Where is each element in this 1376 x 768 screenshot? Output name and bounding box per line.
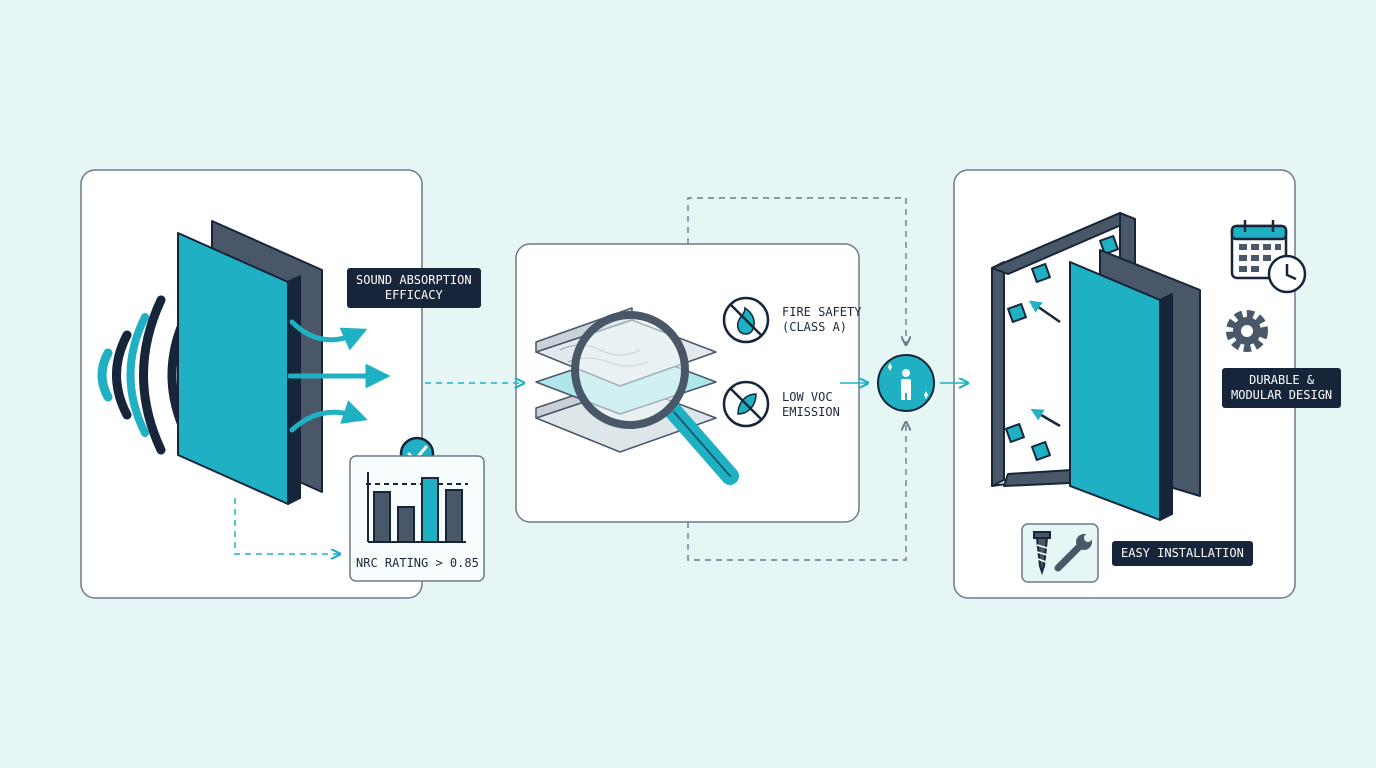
- low-voc-label: LOW VOC EMISSION: [782, 390, 840, 420]
- easy-installation-callout: EASY INSTALLATION: [1112, 541, 1253, 566]
- fire-safety-label: FIRE SAFETY (CLASS A): [782, 305, 861, 335]
- low-voc-line1: LOW VOC: [782, 390, 833, 404]
- person-icon: [877, 354, 935, 412]
- sound-arrows: [287, 319, 391, 433]
- fire-safety-line2: (CLASS A): [782, 320, 848, 334]
- calendar-clock-icon: [1230, 220, 1307, 294]
- low-voc-line2: EMISSION: [782, 405, 840, 419]
- durable-design-callout: DURABLE & MODULAR DESIGN: [1222, 368, 1342, 408]
- screw-icon: [1033, 531, 1051, 576]
- wrench-icon: [1054, 534, 1092, 572]
- sound-absorption-line2: EFFICACY: [384, 288, 443, 302]
- no-fire-icon: [722, 296, 770, 344]
- nrc-rating-label: NRC RATING > 0.85: [356, 556, 479, 570]
- nrc-rating-card: [349, 455, 485, 582]
- durable-design-line1: DURABLE &: [1249, 373, 1315, 387]
- no-leaf-icon: [722, 380, 770, 428]
- install-arrows: [1028, 300, 1061, 428]
- panel-frame-icon: [991, 212, 1201, 521]
- sound-absorption-callout: SOUND ABSORPTION EFFICACY: [347, 268, 481, 308]
- bar-chart-icon: [366, 472, 468, 543]
- magnifier-icon: [571, 311, 739, 485]
- acoustic-panel-icon: [177, 220, 323, 505]
- durable-design-line2: MODULAR DESIGN: [1231, 388, 1333, 402]
- fire-safety-line1: FIRE SAFETY: [782, 305, 862, 319]
- gear-icon: [1226, 310, 1268, 352]
- connector-lines: [234, 197, 968, 561]
- sound-absorption-line1: SOUND ABSORPTION: [356, 273, 472, 287]
